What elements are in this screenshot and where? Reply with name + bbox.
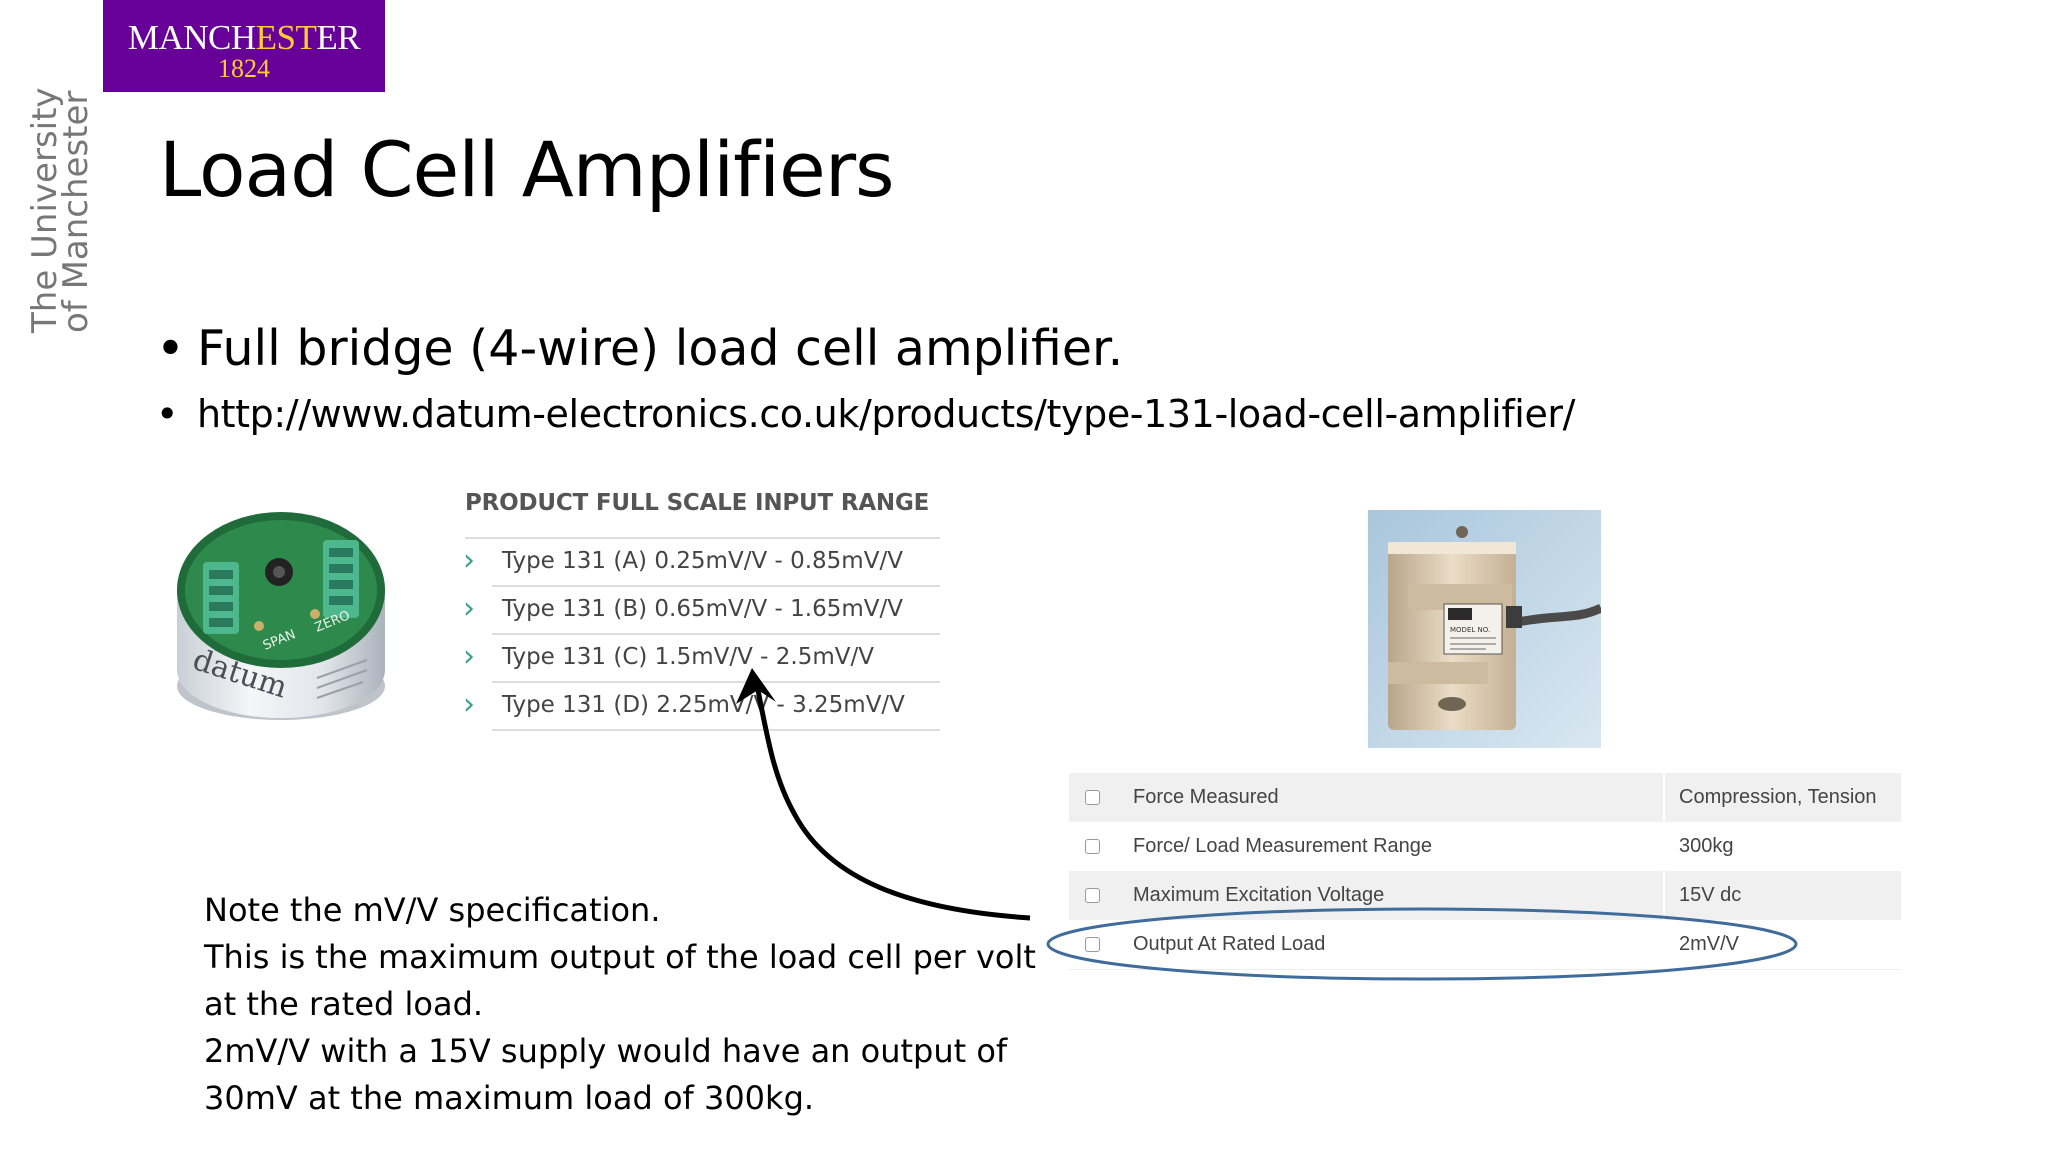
chevron-right-icon: › (463, 543, 475, 578)
spec-value: Compression, Tension (1663, 773, 1901, 822)
chevron-right-icon: › (463, 639, 475, 674)
bullet-item: Full bridge (4-wire) load cell amplifier… (156, 313, 1575, 385)
chevron-right-icon: › (463, 687, 475, 722)
spec-label: Force Measured (1133, 786, 1279, 808)
note-text: Note the mV/V specification. This is the… (204, 891, 1036, 1117)
spec-row: Output At Rated Load 2mV/V (1069, 920, 1901, 970)
spec-value: 15V dc (1663, 871, 1901, 920)
row-checkbox[interactable] (1085, 937, 1100, 952)
svg-text:MODEL NO.: MODEL NO. (1450, 626, 1490, 634)
spec-table: Force Measured Compression, Tension Forc… (1069, 773, 1901, 970)
amplifier-photo: SPAN ZERO datum (177, 512, 385, 720)
bullet-link: http://www.datum-electronics.co.uk/produ… (156, 387, 1575, 441)
spec-row: Maximum Excitation Voltage 15V dc (1069, 871, 1901, 920)
university-side-label: The University of Manchester (25, 87, 96, 333)
chevron-right-icon: › (463, 591, 475, 626)
logo-wordmark: MANCHESTER (127, 18, 361, 57)
range-title: PRODUCT FULL SCALE INPUT RANGE (465, 490, 930, 516)
university-logo: MANCHESTER 1824 (103, 0, 385, 92)
row-checkbox[interactable] (1085, 839, 1100, 854)
slide-title: Load Cell Amplifiers (159, 125, 895, 214)
spec-row: Force Measured Compression, Tension (1069, 773, 1901, 822)
spec-label: Maximum Excitation Voltage (1133, 884, 1385, 906)
row-checkbox[interactable] (1085, 790, 1100, 805)
load-cell-photo: MODEL NO. (1368, 510, 1601, 748)
logo-year: 1824 (218, 54, 270, 83)
row-checkbox[interactable] (1085, 888, 1100, 903)
spec-value: 2mV/V (1663, 920, 1901, 970)
range-item[interactable]: ›Type 131 (C) 1.5mV/V - 2.5mV/V (463, 635, 940, 683)
range-item[interactable]: ›Type 131 (A) 0.25mV/V - 0.85mV/V (463, 539, 940, 587)
spec-label: Force/ Load Measurement Range (1133, 835, 1433, 857)
range-item[interactable]: ›Type 131 (B) 0.65mV/V - 1.65mV/V (463, 587, 940, 635)
range-list: ›Type 131 (A) 0.25mV/V - 0.85mV/V ›Type … (463, 537, 940, 731)
bullet-list: Full bridge (4-wire) load cell amplifier… (156, 313, 1575, 441)
spec-row: Force/ Load Measurement Range 300kg (1069, 822, 1901, 871)
spec-label: Output At Rated Load (1133, 933, 1326, 955)
range-item[interactable]: ›Type 131 (D) 2.25mV/V - 3.25mV/V (463, 683, 940, 731)
spec-value: 300kg (1663, 822, 1901, 871)
